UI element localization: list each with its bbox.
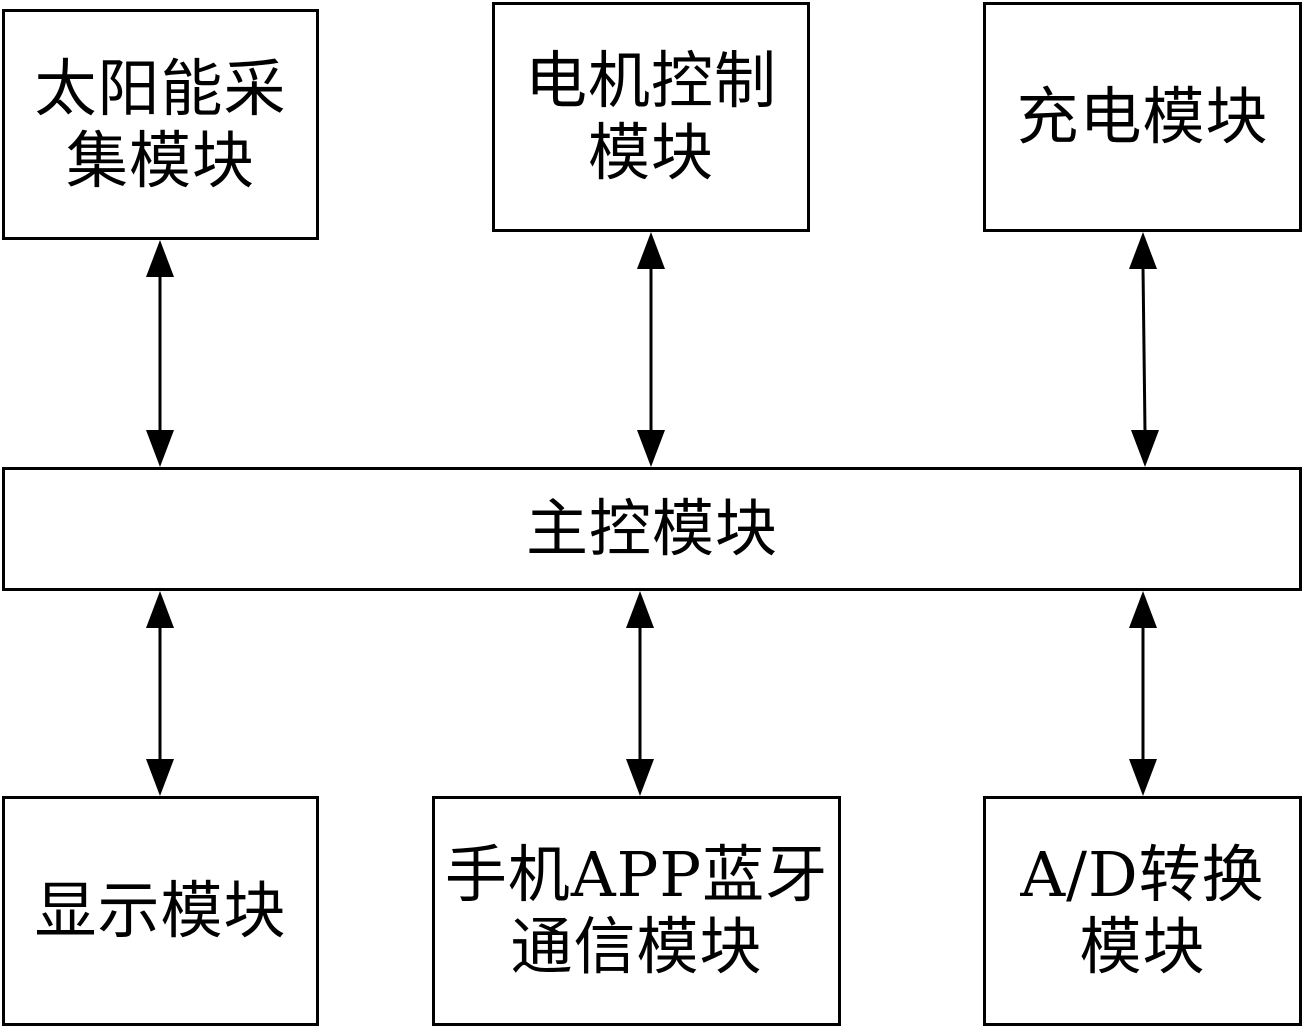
arrowhead-display-down <box>146 759 174 796</box>
arrowhead-solar-down <box>146 430 174 467</box>
arrowhead-motor-down <box>637 430 665 467</box>
arrowhead-bluetooth-up <box>626 591 654 628</box>
arrowhead-display-up <box>146 591 174 628</box>
charging-module: 充电模块 <box>983 2 1302 232</box>
display-module: 显示模块 <box>2 796 319 1026</box>
solar-collection-module-label: 太阳能采 集模块 <box>34 51 287 197</box>
arrowhead-adc-up <box>1129 591 1157 628</box>
arrowhead-motor-up <box>637 232 665 269</box>
main-control-module-label: 主控模块 <box>525 492 778 565</box>
main-control-module: 主控模块 <box>2 467 1302 591</box>
ad-conversion-module-label: A/D转换 模块 <box>1020 838 1265 983</box>
motor-control-module: 电机控制 模块 <box>492 2 810 232</box>
ad-conversion-module: A/D转换 模块 <box>983 796 1302 1026</box>
motor-control-module-label: 电机控制 模块 <box>524 44 777 189</box>
arrowhead-charge-down <box>1131 430 1159 467</box>
display-module-label: 显示模块 <box>34 874 287 947</box>
arrowhead-solar-up <box>146 240 174 277</box>
arrowhead-bluetooth-down <box>626 759 654 796</box>
bluetooth-communication-module-label: 手机APP蓝牙 通信模块 <box>444 838 829 983</box>
connector-charge-main <box>1141 266 1147 433</box>
solar-collection-module: 太阳能采 集模块 <box>2 9 319 240</box>
arrowhead-adc-down <box>1129 759 1157 796</box>
charging-module-label: 充电模块 <box>1016 80 1269 153</box>
arrowhead-charge-up <box>1129 232 1157 269</box>
bluetooth-communication-module: 手机APP蓝牙 通信模块 <box>432 796 841 1026</box>
